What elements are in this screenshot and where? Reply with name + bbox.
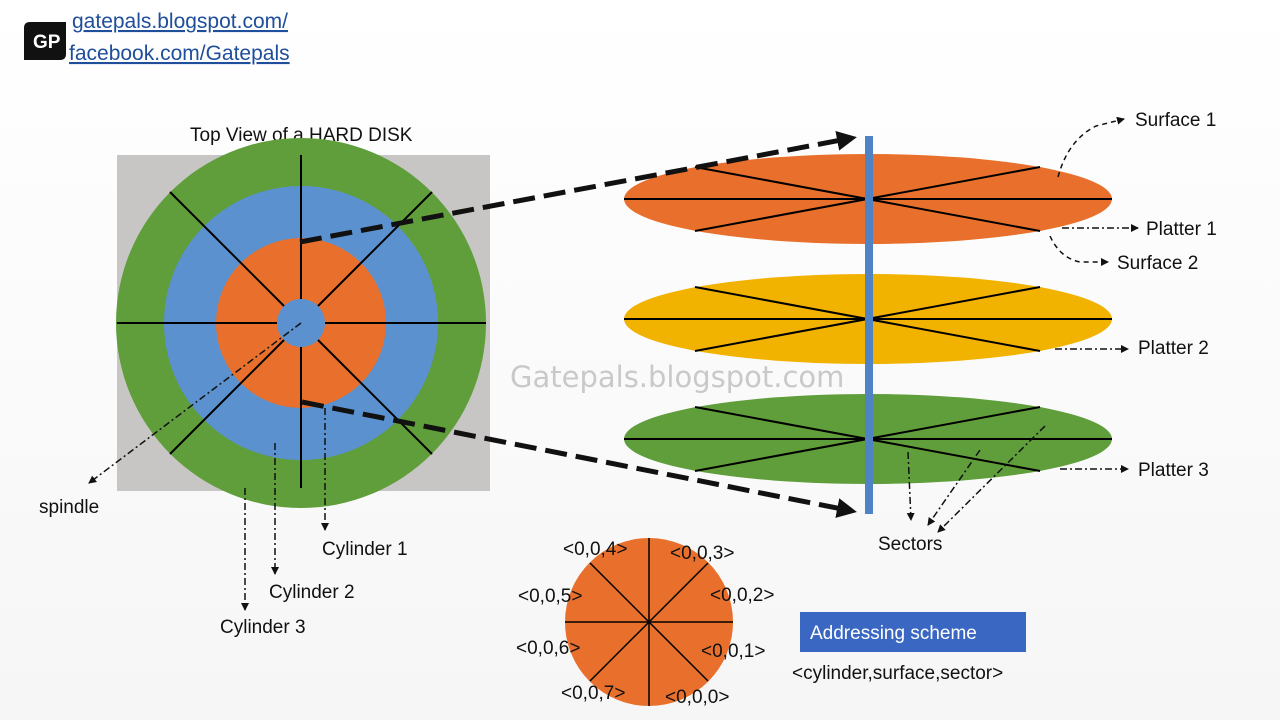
sector-lines [117, 155, 486, 488]
projection-arrow-bottom [301, 399, 857, 518]
surface-1-label: Surface 1 [1135, 110, 1216, 131]
facebook-link[interactable]: facebook.com/Gatepals [69, 42, 290, 65]
platter-3-label: Platter 3 [1138, 460, 1209, 481]
spindle-leader [88, 322, 302, 484]
sector-label-3: <0,0,3> [670, 543, 734, 564]
blog-link[interactable]: gatepals.blogspot.com/ [72, 10, 288, 33]
platter-1-label: Platter 1 [1146, 219, 1217, 240]
watermark: Gatepals.blogspot.com [510, 360, 844, 394]
surface-2-leader [1049, 235, 1109, 266]
top-view-title: Top View of a HARD DISK [190, 125, 413, 146]
logo-text: GP [33, 32, 61, 53]
sector-label-2: <0,0,2> [710, 585, 774, 606]
sector-label-5: <0,0,5> [518, 586, 582, 607]
sector-label-6: <0,0,6> [516, 638, 580, 659]
gatepals-logo: GP [24, 22, 66, 60]
cylinder-1-label: Cylinder 1 [322, 539, 408, 560]
sectors-leader-1 [906, 451, 915, 521]
sectors-leader-3 [937, 425, 1046, 533]
sector-label-7: <0,0,7> [561, 683, 625, 704]
cylinder-3-label: Cylinder 3 [220, 617, 306, 638]
surface-2-label: Surface 2 [1117, 253, 1198, 274]
platter-2-label: Platter 2 [1138, 338, 1209, 359]
addressing-format: <cylinder,surface,sector> [792, 663, 1003, 684]
projection-arrow-top [299, 130, 857, 245]
surface-1-leader [1057, 116, 1125, 178]
sector-label-4: <0,0,4> [563, 539, 627, 560]
addressing-scheme-box [800, 612, 1026, 652]
spindle-label: spindle [39, 497, 99, 518]
cylinder-2-label: Cylinder 2 [269, 582, 355, 603]
top-view-disk [116, 138, 490, 508]
addressing-scheme-title: Addressing scheme [810, 623, 977, 644]
sectors-leader-2 [927, 449, 981, 526]
spindle-shaft [865, 136, 873, 514]
sector-label-1: <0,0,1> [701, 641, 765, 662]
sector-label-0: <0,0,0> [665, 687, 729, 708]
sectors-label: Sectors [878, 534, 942, 555]
addressing-disk [565, 538, 733, 706]
